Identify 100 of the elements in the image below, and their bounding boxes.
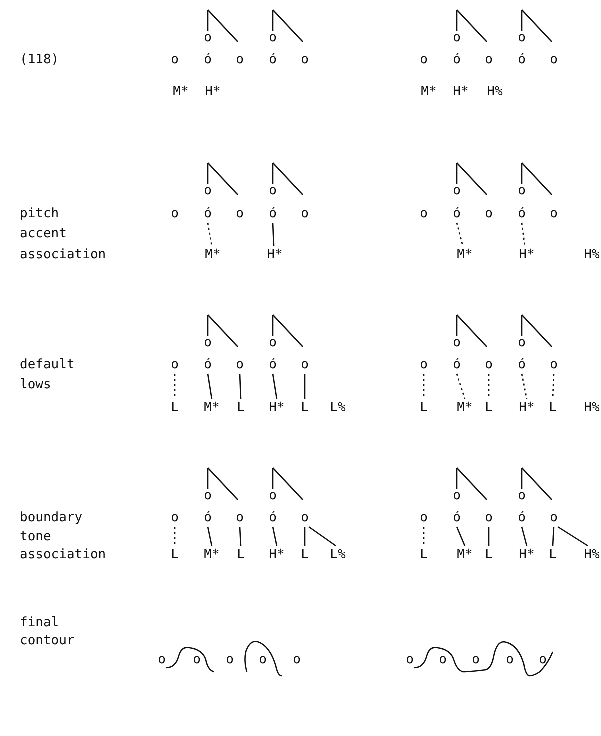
syllable: o xyxy=(204,184,212,198)
syllable: o xyxy=(518,490,526,502)
tone-label: H* xyxy=(519,248,535,262)
tone-label: M* xyxy=(173,86,189,98)
tone-label: M* xyxy=(204,548,220,562)
syllable: ó xyxy=(204,512,212,524)
tone-label: H% xyxy=(584,402,600,414)
syllable: o xyxy=(453,336,461,350)
syllable: o xyxy=(420,54,428,66)
syllable: o xyxy=(269,184,277,198)
tone-label: L xyxy=(549,402,557,414)
syllable: ó xyxy=(518,208,526,220)
syllable: o xyxy=(550,54,558,66)
tone-label: M* xyxy=(457,248,473,262)
syllable: o xyxy=(269,32,277,44)
tone-label: L xyxy=(237,402,245,414)
syllable: o xyxy=(453,490,461,502)
row-label: lows xyxy=(20,378,52,392)
syllable: o xyxy=(420,358,428,372)
syllable: o xyxy=(301,208,309,220)
row-label: tone xyxy=(20,530,52,544)
syllable: o xyxy=(518,32,526,44)
syllable: o xyxy=(506,654,514,666)
tone-label: H% xyxy=(487,86,503,98)
syllable: ó xyxy=(269,358,277,372)
syllable: o xyxy=(236,54,244,66)
syllable: ó xyxy=(518,512,526,524)
tone-label: L xyxy=(485,402,493,414)
tone-label: L xyxy=(420,402,428,414)
row-label: default xyxy=(20,358,75,372)
syllable: ó xyxy=(269,512,277,524)
tone-label: M* xyxy=(457,402,473,414)
syllable: o xyxy=(518,336,526,350)
syllable: o xyxy=(539,654,547,666)
syllable: ó xyxy=(453,208,461,220)
syllable: o xyxy=(171,512,179,524)
syllable: o xyxy=(485,358,493,372)
syllable: ó xyxy=(518,358,526,372)
tone-label: L xyxy=(420,548,428,562)
syllable: o xyxy=(293,654,301,666)
row-label: pitch xyxy=(20,208,60,220)
tone-label: L xyxy=(549,548,557,562)
tone-label: L% xyxy=(330,548,346,562)
syllable: o xyxy=(193,654,201,666)
syllable: o xyxy=(453,184,461,198)
tone-label: H% xyxy=(584,248,600,262)
tone-label: H* xyxy=(269,548,285,562)
syllable: o xyxy=(204,490,212,502)
row-label: boundary xyxy=(20,512,83,524)
syllable: o xyxy=(485,208,493,220)
tone-label: M* xyxy=(457,548,473,562)
tone-label: H* xyxy=(269,402,285,414)
row-label: accent xyxy=(20,228,67,240)
syllable: o xyxy=(259,654,267,666)
syllable: o xyxy=(226,654,234,666)
syllable: ó xyxy=(453,54,461,66)
syllable: ó xyxy=(453,358,461,372)
syllable: o xyxy=(301,54,309,66)
syllable: o xyxy=(485,512,493,524)
syllable: ó xyxy=(453,512,461,524)
syllable: o xyxy=(236,358,244,372)
tone-label: H* xyxy=(453,86,469,98)
tone-label: L% xyxy=(330,402,346,414)
syllable: o xyxy=(420,208,428,220)
syllable: o xyxy=(269,490,277,502)
tone-label: H* xyxy=(519,402,535,414)
tone-label: L xyxy=(301,402,309,414)
syllable: ó xyxy=(204,358,212,372)
tone-label: L xyxy=(237,548,245,562)
syllable: o xyxy=(301,512,309,524)
syllable: o xyxy=(439,654,447,666)
syllable: o xyxy=(236,512,244,524)
tone-label: M* xyxy=(205,248,221,262)
syllable: o xyxy=(171,208,179,220)
syllable: o xyxy=(301,358,309,372)
syllable: o xyxy=(171,54,179,66)
syllable: o xyxy=(158,654,166,666)
syllable: o xyxy=(453,32,461,44)
syllable: ó xyxy=(269,208,277,220)
row-label: association xyxy=(20,248,106,262)
syllable: o xyxy=(269,336,277,350)
tone-label: M* xyxy=(421,86,437,98)
syllable: ó xyxy=(269,54,277,66)
row-label: final xyxy=(20,616,60,630)
tone-label: L xyxy=(485,548,493,562)
tone-label: H* xyxy=(205,86,221,98)
syllable: o xyxy=(518,184,526,198)
syllable: o xyxy=(472,654,480,666)
tone-label: H* xyxy=(519,548,535,562)
syllable: o xyxy=(204,32,212,44)
syllable: o xyxy=(550,358,558,372)
syllable: o xyxy=(550,208,558,220)
tone-label: H% xyxy=(584,548,600,562)
tone-label: L xyxy=(171,402,179,414)
syllable: o xyxy=(204,336,212,350)
row-label: contour xyxy=(20,634,75,648)
tone-label: M* xyxy=(204,402,220,414)
syllable: ó xyxy=(204,208,212,220)
syllable: o xyxy=(420,512,428,524)
syllable: ó xyxy=(518,54,526,66)
